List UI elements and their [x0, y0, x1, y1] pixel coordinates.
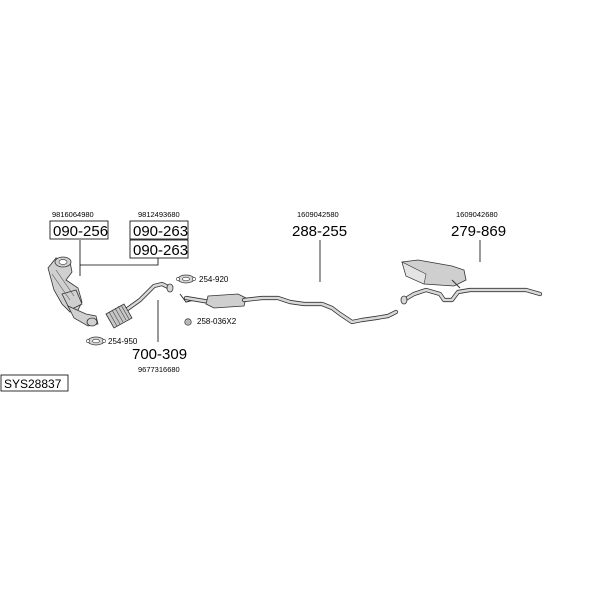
rear-silencer[interactable] [400, 259, 543, 305]
mid-oem-number: 1609042580 [297, 210, 339, 219]
gasket-upper-label: 254-920 [199, 275, 229, 284]
flex-oem-number: 9677316680 [138, 365, 180, 374]
leader-front [80, 258, 159, 266]
front-pipe[interactable] [105, 281, 174, 329]
catalytic-converter[interactable] [47, 256, 99, 327]
rear-oem-number: 1609042680 [456, 210, 498, 219]
front-part-number-a[interactable]: 090-263 [133, 223, 188, 240]
front-part-box-b [129, 239, 189, 259]
gasket-upper[interactable] [176, 274, 196, 284]
middle-section[interactable] [179, 293, 399, 325]
mid-part-number[interactable]: 288-255 [292, 223, 347, 240]
system-id-box [0, 374, 69, 392]
cat-part-number[interactable]: 090-256 [53, 223, 108, 240]
nut[interactable] [184, 318, 192, 326]
gasket-lower-label: 254-950 [108, 337, 138, 346]
flex-section [105, 303, 133, 329]
cat-part-box [49, 220, 109, 240]
front-part-box-a [129, 220, 189, 240]
gasket-lower[interactable] [86, 336, 106, 346]
rear-part-number[interactable]: 279-869 [451, 223, 506, 240]
flex-part-number[interactable]: 700-309 [132, 346, 187, 363]
front-oem-number: 9812493680 [138, 210, 180, 219]
cat-oem-number: 9816064980 [52, 210, 94, 219]
system-id: SYS28837 [4, 377, 62, 391]
nut-label: 258-036X2 [197, 317, 237, 326]
front-part-number-b[interactable]: 090-263 [133, 242, 188, 259]
